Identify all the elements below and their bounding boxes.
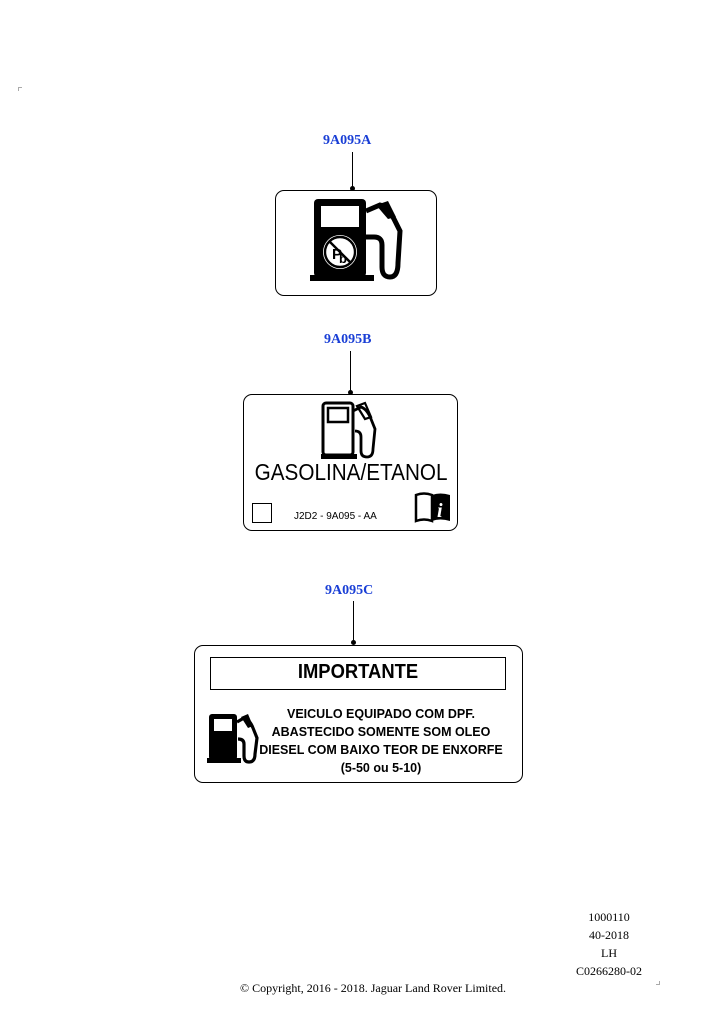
leader-line-c xyxy=(353,601,354,642)
checkbox-square xyxy=(252,503,272,523)
heading-box xyxy=(210,657,506,690)
corner-mark-bottom-right xyxy=(656,981,660,985)
manual-info-icon: i xyxy=(414,492,450,523)
footer-code: 40-2018 xyxy=(589,928,629,942)
label-code: J2D2 - 9A095 - AA xyxy=(294,511,377,522)
label-9a095a[interactable]: P b xyxy=(275,190,437,296)
label-9a095c[interactable]: IMPORTANTE VEICULO EQUIPADO COM DPF. ABA… xyxy=(194,645,523,783)
leader-line-a xyxy=(352,152,353,189)
fuel-pump-no-lead-icon: P b xyxy=(310,199,403,281)
corner-mark-top-left xyxy=(18,87,22,91)
callout-9a095a[interactable]: 9A095A xyxy=(323,133,372,148)
svg-text:P: P xyxy=(332,246,342,263)
fuel-pump-icon xyxy=(321,401,377,459)
svg-text:i: i xyxy=(437,500,443,522)
warning-line: ABASTECIDO SOMENTE SOM OLEO xyxy=(271,725,491,739)
fuel-pump-icon xyxy=(207,714,259,764)
leader-dot-a xyxy=(350,186,355,191)
leader-dot-b xyxy=(348,390,353,395)
leader-line-b xyxy=(350,351,351,393)
warning-line: (5-50 ou 5-10) xyxy=(340,761,422,775)
callout-9a095c[interactable]: 9A095C xyxy=(325,583,374,598)
svg-text:b: b xyxy=(339,251,347,266)
footer-code: LH xyxy=(601,946,617,960)
heading-text: IMPORTANTE xyxy=(297,661,419,683)
warning-line: DIESEL COM BAIXO TEOR DE ENXORFE xyxy=(259,743,503,757)
warning-line: VEICULO EQUIPADO COM DPF. xyxy=(287,707,475,721)
copyright-text: © Copyright, 2016 - 2018. Jaguar Land Ro… xyxy=(239,981,507,995)
footer-code: 1000110 xyxy=(588,910,630,924)
label-9a095b[interactable]: GASOLINA/ETANOL J2D2 - 9A095 - AA i xyxy=(243,394,458,531)
warning-text: VEICULO EQUIPADO COM DPF. ABASTECIDO SOM… xyxy=(259,705,503,777)
leader-dot-c xyxy=(351,640,356,645)
footer-code-block: 1000110 40-2018 LH C0266280-02 xyxy=(569,908,649,980)
footer-code: C0266280-02 xyxy=(576,964,642,978)
callout-9a095b[interactable]: 9A095B xyxy=(324,332,372,347)
fuel-type-text: GASOLINA/ETANOL xyxy=(254,459,448,485)
